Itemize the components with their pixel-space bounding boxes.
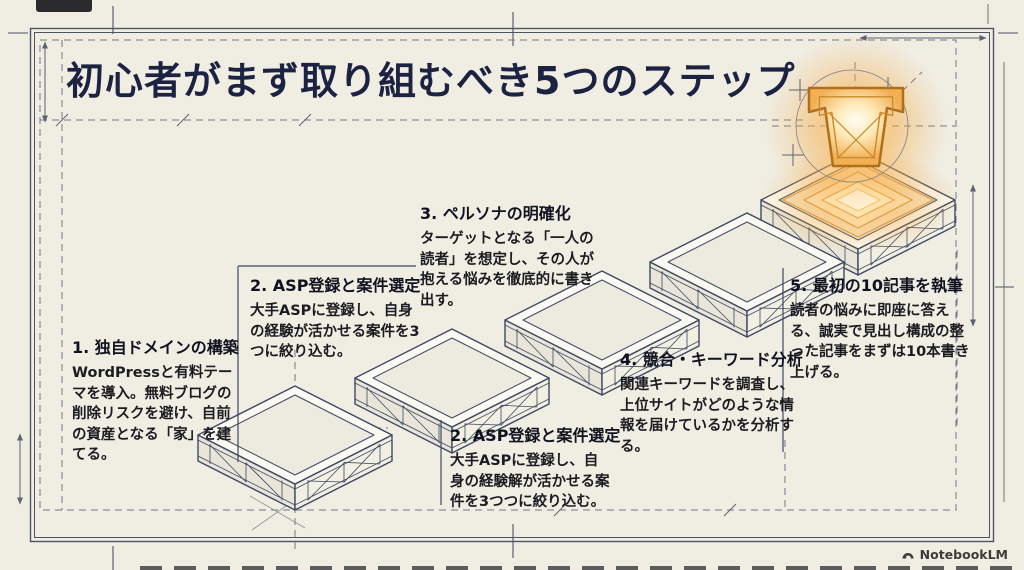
frame-border [8, 4, 1018, 570]
step-2-heading: 2. ASP登録と案件選定 [250, 276, 421, 295]
step-2-duplicate-body: 大手ASPに登録し、自身の経験解が活かせる案件を3つつに絞り込む。 [450, 453, 610, 511]
notebooklm-logo-icon [902, 552, 914, 559]
notebooklm-label: NotebookLM [919, 547, 1008, 562]
page-title: 初心者がまず取り組むべき5つのステップ [66, 59, 796, 103]
step-4-heading: 4. 競合・キーワード分析 [620, 350, 803, 369]
step-5-heading: 5. 最初の10記事を執筆 [790, 276, 964, 295]
step-2-duplicate-label: 2. ASP登録と案件選定 大手ASPに登録し、自身の経験解が活かせる案件を3つ… [450, 422, 621, 513]
step-1-heading: 1. 独自ドメインの構築 [72, 338, 239, 357]
staircase [197, 34, 958, 511]
step-2-body: 大手ASPに登録し、自身の経験が活かせる案件を3つに絞り込む。 [250, 303, 420, 361]
step-4-body: 関連キーワードを調査し、上位サイトがどのような情報を届けているかを分析する。 [620, 377, 794, 455]
step-1-body: WordPressと有料テーマを導入。無料ブログの削除リスクを避け、自前の資産と… [72, 365, 233, 464]
screen-edge-artifact-bottom [140, 566, 1024, 570]
summit-glow [758, 34, 958, 252]
textblock-rules [237, 265, 784, 505]
step-3-heading: 3. ペルソナの明確化 [420, 204, 571, 223]
step-3-body: ターゲットとなる「一人の読者」を想定し、その人が抱える悩みを徹底的に書き出す。 [420, 231, 594, 309]
step-3-label: 3. ペルソナの明確化 ターゲットとなる「一人の読者」を想定し、その人が抱える悩… [420, 200, 606, 311]
screen-edge-artifact-top [36, 0, 92, 12]
step-2-label: 2. ASP登録と案件選定 大手ASPに登録し、自身の経験が活かせる案件を3つに… [250, 272, 426, 363]
step-1-label: 1. 独自ドメインの構築 WordPressと有料テーマを導入。無料ブログの削除… [72, 334, 244, 466]
step-5-label: 5. 最初の10記事を執筆 読者の悩みに即座に答える、誠実で見出し構成の整った記… [790, 272, 972, 383]
notebooklm-watermark: NotebookLM [901, 547, 1008, 562]
step-2-duplicate-heading: 2. ASP登録と案件選定 [450, 426, 621, 445]
keystone-icon [807, 86, 905, 168]
step-5-body: 読者の悩みに即座に答える、誠実で見出し構成の整った記事をまずは10本書き上げる。 [790, 303, 970, 381]
step-4-label: 4. 競合・キーワード分析 関連キーワードを調査し、上位サイトがどのような情報を… [620, 346, 803, 457]
